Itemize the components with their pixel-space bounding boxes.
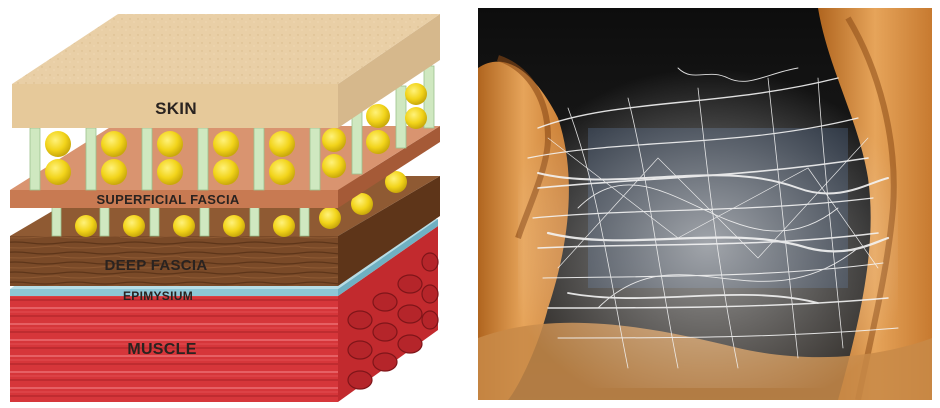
label-muscle: MUSCLE (127, 341, 196, 358)
label-epimysium: EPIMYSIUM (123, 289, 193, 303)
fascia-fiber-photo (478, 8, 932, 400)
label-skin: SKIN (155, 99, 197, 118)
label-superficial-fascia: SUPERFICIAL FASCIA (96, 192, 239, 207)
fiber-haze (518, 68, 898, 388)
label-deep-fascia: DEEP FASCIA (104, 257, 207, 274)
fascia-layer-diagram: SKIN SUPERFICIAL FASCIA DEEP FASCIA EPIM… (0, 0, 470, 408)
